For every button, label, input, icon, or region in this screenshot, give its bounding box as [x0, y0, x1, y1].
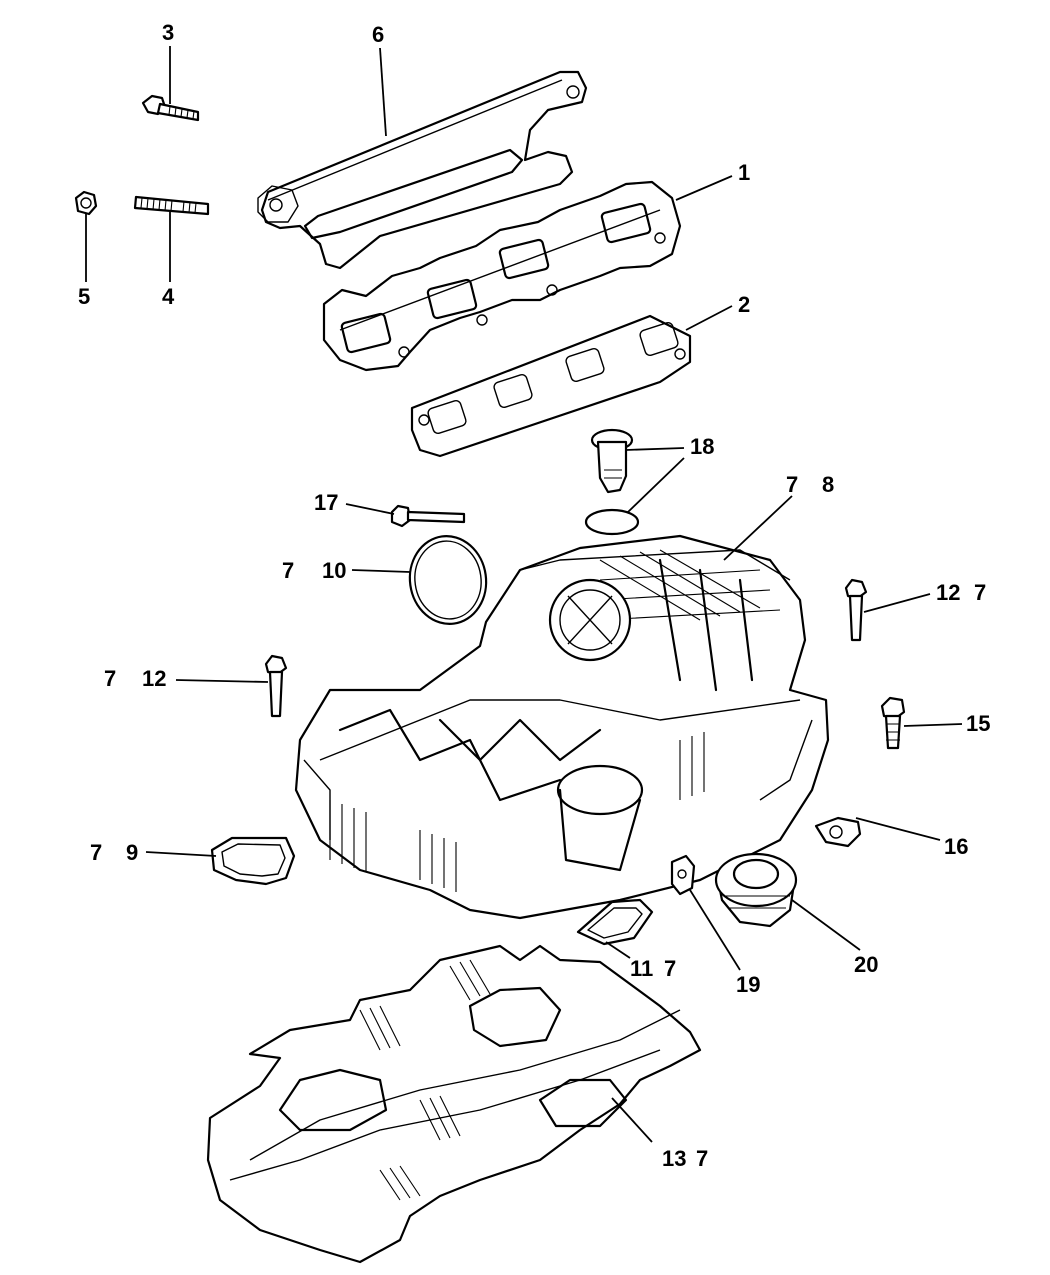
clip-16-drawing — [814, 816, 862, 848]
leader-13 — [611, 1097, 653, 1143]
leader-7-8 — [723, 495, 793, 561]
callout-3: 3 — [162, 20, 174, 45]
leader-16 — [855, 817, 941, 841]
callout-7-near-11: 7 — [664, 956, 676, 981]
leader-12-right — [863, 593, 931, 613]
leader-17 — [345, 503, 395, 515]
callout-16: 16 — [944, 834, 968, 859]
leader-11 — [605, 941, 631, 959]
leader-6 — [379, 47, 387, 137]
callout-6: 6 — [372, 22, 384, 47]
leader-1 — [675, 175, 733, 201]
callout-7-near-12-left: 7 — [104, 666, 116, 691]
cap-20-drawing — [714, 852, 798, 928]
callout-13: 13 — [662, 1146, 686, 1171]
leader-12-left — [175, 679, 269, 683]
bolt-17-drawing — [390, 504, 466, 528]
manifold-nut-drawing — [74, 190, 98, 216]
valley-gasket-drawing — [206, 944, 702, 1264]
intake-gasket-11-drawing — [576, 898, 654, 946]
callout-5: 5 — [78, 284, 90, 309]
intake-bolt-left-drawing — [264, 654, 288, 718]
callout-7-near-10: 7 — [282, 558, 294, 583]
manifold-stud-drawing — [133, 195, 210, 216]
callout-9: 9 — [126, 840, 138, 865]
sensor-oring-drawing — [584, 508, 640, 536]
callout-4: 4 — [162, 284, 175, 309]
exhaust-gasket-drawing — [410, 314, 692, 458]
callout-8: 8 — [822, 472, 834, 497]
bracket-19-drawing — [670, 854, 696, 896]
callout-1: 1 — [738, 160, 750, 185]
throttle-gasket-drawing — [408, 535, 488, 625]
bolt-15-drawing — [880, 696, 906, 750]
callout-19: 19 — [736, 972, 760, 997]
leader-19 — [689, 889, 741, 971]
leader-18 — [625, 447, 685, 451]
heat-shield-drawing — [257, 70, 588, 270]
callout-12-right: 12 — [936, 580, 960, 605]
leader-20 — [791, 899, 861, 951]
callout-7-near-9: 7 — [90, 840, 102, 865]
sensor-drawing — [590, 428, 634, 494]
intake-bolt-right-drawing — [844, 578, 868, 642]
intake-gasket-9-drawing — [210, 836, 296, 886]
callout-7-near-12-right: 7 — [974, 580, 986, 605]
callout-12-left: 12 — [142, 666, 166, 691]
leader-15 — [903, 723, 963, 727]
callout-11: 11 — [630, 956, 653, 981]
callout-7-near-8: 7 — [786, 472, 798, 497]
callout-labels: 1 2 3 4 5 6 7 8 7 10 12 7 7 12 15 16 17 … — [78, 20, 990, 1171]
leader-9 — [145, 851, 217, 857]
leader-10 — [351, 569, 411, 573]
intake-manifold-drawing — [294, 534, 830, 920]
leader-18-ring — [627, 457, 685, 513]
manifold-bolt-drawing — [141, 94, 200, 122]
callout-2: 2 — [738, 292, 750, 317]
exhaust-manifold-drawing — [322, 180, 682, 372]
callout-10: 10 — [322, 558, 346, 583]
callout-18: 18 — [690, 434, 714, 459]
leader-2 — [685, 305, 733, 331]
leader-lines — [85, 46, 963, 1143]
callout-7-near-13: 7 — [696, 1146, 708, 1171]
callout-20: 20 — [854, 952, 878, 977]
callout-15: 15 — [966, 711, 990, 736]
callout-17: 17 — [314, 490, 338, 515]
